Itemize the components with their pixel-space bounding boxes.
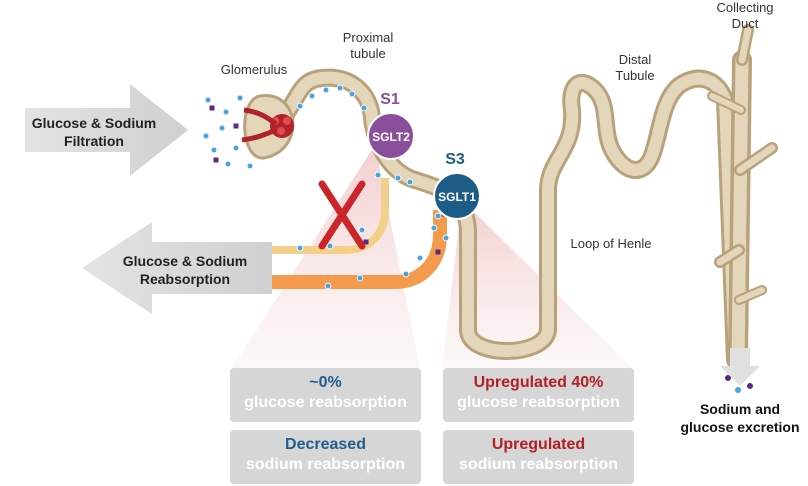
loop-of-henle-label: Loop of Henle: [570, 236, 652, 251]
s3-glucose-value: Upregulated 40%: [473, 374, 604, 391]
glucose-molecule: [296, 244, 304, 252]
glucose-molecule: [218, 124, 226, 132]
sglt2-badge: SGLT2: [367, 112, 415, 160]
s3-sodium-box: Upregulated sodium reabsorption: [443, 430, 634, 484]
glucose-molecule: [402, 270, 410, 278]
s1-label: S1: [380, 91, 400, 108]
distal-tubule-label: Distal Tubule: [615, 52, 655, 83]
glucose-molecule: [348, 90, 356, 98]
glucose-molecule: [308, 92, 316, 100]
s3-sodium-desc: sodium reabsorption: [458, 456, 619, 473]
s3-cone: [442, 200, 632, 368]
sglt1-badge: SGLT1: [433, 172, 481, 220]
s1-glucose-box: ~0% glucose reabsorption: [230, 368, 421, 422]
sodium-molecule: [213, 157, 219, 163]
reabsorption-arrow: [82, 222, 272, 314]
s3-glucose-box: Upregulated 40% glucose reabsorption: [443, 368, 634, 422]
filtration-arrow: [25, 84, 188, 176]
glucose-molecule: [356, 274, 364, 282]
glucose-molecule: [374, 171, 382, 179]
s1-cone: [232, 145, 420, 368]
glucose-molecule: [434, 212, 442, 220]
glucose-molecule: [322, 86, 330, 94]
collecting-duct-label: Collecting Duct: [716, 0, 774, 31]
excreted-molecule: [747, 383, 753, 389]
glucose-molecule: [358, 226, 366, 234]
glucose-molecule: [222, 108, 230, 116]
glomerulus-shape: [241, 94, 295, 160]
flow-yellow: [272, 178, 389, 254]
s3-label: S3: [445, 151, 465, 168]
s1-glucose-desc: glucose reabsorption: [244, 394, 407, 411]
glucose-molecule: [430, 224, 438, 232]
s3-sodium-value: Upregulated: [491, 436, 586, 453]
filtration-label: Glucose & Sodium Filtration: [31, 115, 157, 149]
sodium-molecule: [435, 249, 441, 255]
glucose-molecule: [224, 160, 232, 168]
glucose-molecule: [442, 234, 450, 242]
glucose-molecule: [246, 162, 254, 170]
sodium-molecule: [209, 105, 215, 111]
reabsorption-label: Glucose & Sodium Reabsorption: [122, 253, 248, 287]
block-x-icon: [318, 180, 366, 250]
sodium-molecule: [233, 123, 239, 129]
glucose-molecule: [202, 132, 210, 140]
flow-orange: [272, 210, 447, 289]
glucose-molecule: [336, 84, 344, 92]
sglt2-label: SGLT2: [372, 130, 410, 144]
excreted-molecule: [725, 375, 731, 381]
sglt1-label: SGLT1: [438, 190, 476, 204]
glomerulus-label: Glomerulus: [220, 62, 288, 77]
excreted-molecule: [735, 387, 741, 393]
s1-glucose-value: ~0%: [309, 374, 342, 391]
excretion-arrow: [720, 348, 760, 386]
glucose-molecule: [210, 146, 218, 154]
glucose-molecule: [406, 178, 414, 186]
glucose-molecule: [236, 94, 244, 102]
s1-sodium-desc: sodium reabsorption: [245, 456, 406, 473]
glucose-molecule: [360, 104, 368, 112]
s1-sodium-value: Decreased: [285, 436, 366, 453]
glucose-molecule: [416, 254, 424, 262]
s3-glucose-desc: glucose reabsorption: [457, 394, 620, 411]
s1-sodium-box: Decreased sodium reabsorption: [230, 430, 421, 484]
excretion-label: Sodium and glucose excretion: [680, 401, 800, 435]
glucose-molecule: [296, 102, 304, 110]
glucose-molecule: [324, 282, 332, 290]
glucose-molecule: [394, 174, 402, 182]
glucose-molecule: [204, 96, 212, 104]
nephron-tubule: [273, 24, 778, 370]
glucose-molecule: [326, 242, 334, 250]
sodium-molecule: [363, 239, 369, 245]
proximal-tubule-label: Proximal tubule: [342, 30, 394, 61]
glucose-molecule: [232, 144, 240, 152]
